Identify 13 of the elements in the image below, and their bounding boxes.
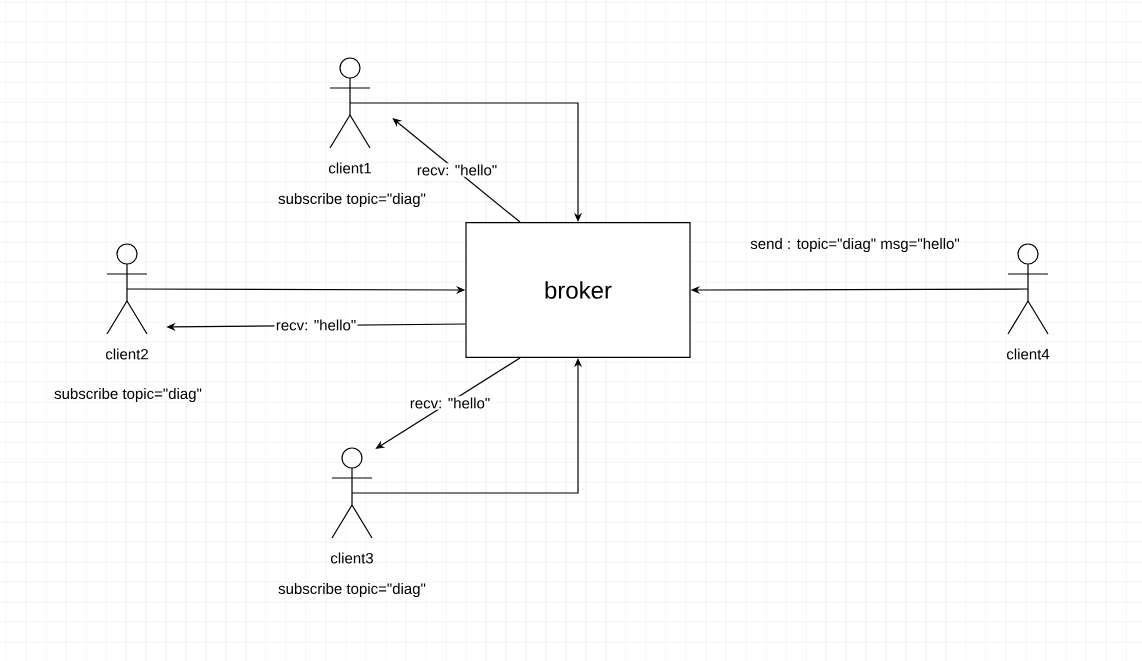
actor-label: client3 (330, 552, 373, 564)
edge-label: recv: "hello" (415, 163, 499, 177)
process-box: broker (465, 222, 691, 358)
arrow (392, 118, 521, 223)
edge-label: recv: "hello" (408, 396, 492, 410)
note-text: subscribe topic="diag" (278, 583, 426, 597)
actor-label: client4 (1006, 348, 1050, 360)
note-text: subscribe topic="diag" (54, 388, 202, 402)
message-text: send : topic="diag" msg="hello" (750, 238, 960, 252)
edge-label: recv: "hello" (274, 318, 358, 332)
actor-label: client2 (105, 348, 148, 360)
actor-label: client1 (328, 162, 371, 174)
note-text: subscribe topic="diag" (278, 193, 426, 207)
